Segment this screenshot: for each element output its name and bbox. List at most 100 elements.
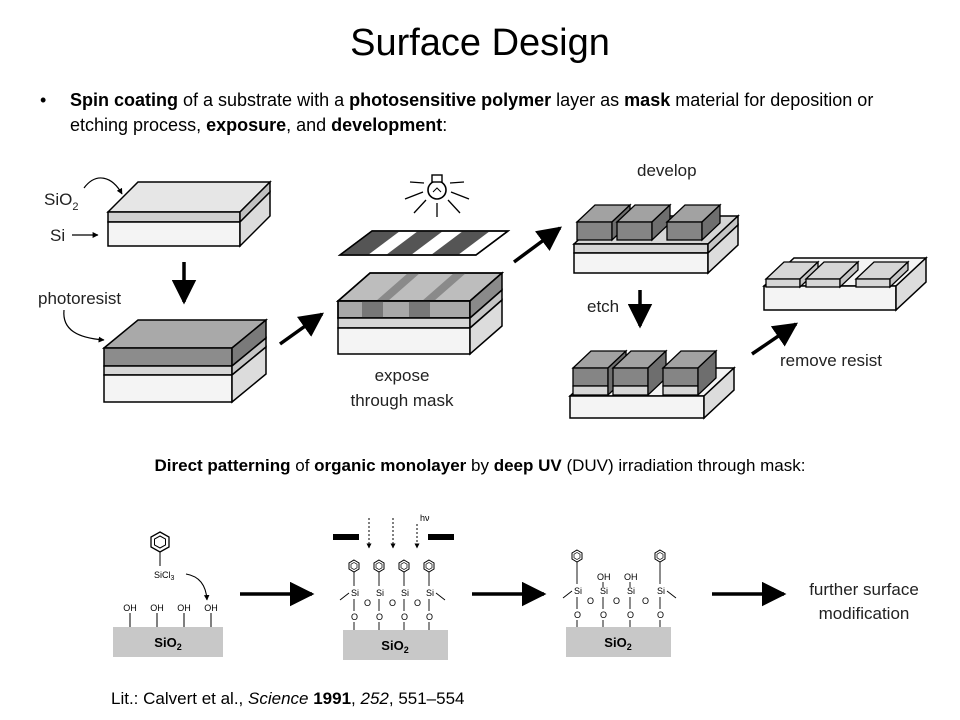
label-si: Si bbox=[50, 226, 65, 245]
uv-lamp-icon bbox=[404, 174, 470, 217]
label-develop: develop bbox=[637, 161, 697, 180]
svg-text:Si: Si bbox=[376, 588, 384, 598]
sub-part: of bbox=[290, 456, 315, 475]
wafer-stack-2 bbox=[101, 318, 269, 404]
wafer-stack-5 bbox=[568, 349, 736, 420]
etched-ridge bbox=[611, 349, 668, 397]
substrate-block bbox=[343, 630, 448, 660]
resist-ridge bbox=[665, 203, 722, 242]
mask-bar bbox=[428, 534, 454, 540]
label-remove-resist: remove resist bbox=[780, 351, 882, 370]
wafer-stack-6 bbox=[762, 256, 928, 312]
svg-text:OH: OH bbox=[204, 603, 218, 613]
svg-text:OH: OH bbox=[123, 603, 137, 613]
label-etch: etch bbox=[587, 297, 619, 316]
sub-part: (DUV) irradiation through mask: bbox=[561, 456, 806, 475]
svg-text:O: O bbox=[426, 612, 433, 622]
arrow-photoresist bbox=[63, 309, 105, 343]
hv-label: hν bbox=[420, 513, 430, 523]
svg-text:O: O bbox=[414, 598, 421, 608]
label-sio2: SiO2 bbox=[44, 190, 78, 213]
monolayer-chain: Si Si Si Si O O O O O O O bbox=[339, 559, 446, 630]
svg-text:Si: Si bbox=[351, 588, 359, 598]
term-deep-uv: deep UV bbox=[493, 456, 562, 475]
ref-journal: Science bbox=[248, 689, 309, 708]
substrate-label: SiO2 bbox=[604, 635, 631, 652]
svg-text:O: O bbox=[657, 610, 664, 620]
literature-reference: Lit.: Calvert et al., Science 1991, 252,… bbox=[111, 689, 465, 709]
ref-sep: , bbox=[351, 689, 361, 708]
svg-text:O: O bbox=[627, 610, 634, 620]
arrow-silane-attach bbox=[185, 573, 210, 601]
ref-pages: , 551–554 bbox=[388, 689, 465, 708]
bullet-part: material for deposition or etching proce… bbox=[70, 90, 874, 135]
label-through-mask: through mask bbox=[351, 391, 454, 410]
hydroxyl-group: OH bbox=[177, 603, 191, 627]
term-mask: mask bbox=[624, 90, 671, 110]
sub-part: by bbox=[466, 456, 494, 475]
wafer-stack-4 bbox=[572, 203, 740, 275]
wafer-stack-3 bbox=[336, 271, 504, 356]
svg-text:O: O bbox=[389, 598, 396, 608]
term-direct-patterning: Direct patterning bbox=[154, 456, 291, 475]
svg-text:Si: Si bbox=[627, 586, 635, 596]
ref-volume: 252 bbox=[360, 689, 389, 708]
bullet-part: of a substrate with a bbox=[178, 90, 350, 110]
panel-patterned-monolayer: SiO2 OH OH Si Si Si Si O O O O O O O bbox=[562, 549, 677, 657]
phenyl-ring-icon bbox=[150, 531, 170, 553]
term-organic-monolayer: organic monolayer bbox=[314, 456, 467, 475]
arrow-to-expose bbox=[278, 312, 324, 346]
resist-ridge bbox=[615, 203, 672, 242]
svg-text:OH: OH bbox=[624, 572, 638, 582]
svg-text:Si: Si bbox=[600, 586, 608, 596]
wafer-stack-1 bbox=[106, 180, 272, 248]
svg-text:O: O bbox=[613, 596, 620, 606]
hydroxyl-group: OH bbox=[204, 603, 218, 627]
term-photosensitive-polymer: photosensitive polymer bbox=[349, 90, 552, 110]
svg-text:O: O bbox=[600, 610, 607, 620]
svg-text:OH: OH bbox=[177, 603, 191, 613]
ref-authors: Lit.: Calvert et al., bbox=[111, 689, 248, 708]
label-photoresist: photoresist bbox=[38, 289, 121, 308]
label-further-surface: further surface bbox=[809, 580, 919, 599]
bullet-part: layer as bbox=[551, 90, 625, 110]
svg-text:O: O bbox=[376, 612, 383, 622]
silane-label: SiCl3 bbox=[154, 570, 175, 582]
arrow-sio2 bbox=[83, 177, 123, 195]
photomask bbox=[337, 230, 511, 256]
svg-text:OH: OH bbox=[150, 603, 164, 613]
term-spin-coating: Spin coating bbox=[70, 90, 178, 110]
arrow-to-remove bbox=[751, 322, 799, 356]
subheading-direct-patterning: Direct patterning of organic monolayer b… bbox=[0, 456, 960, 476]
substrate-label: SiO2 bbox=[154, 635, 181, 652]
svg-text:O: O bbox=[587, 596, 594, 606]
label-modification: modification bbox=[819, 604, 910, 623]
substrate-block bbox=[566, 627, 671, 657]
svg-text:O: O bbox=[401, 612, 408, 622]
svg-text:O: O bbox=[351, 612, 358, 622]
svg-text:O: O bbox=[574, 610, 581, 620]
bullet-marker: • bbox=[40, 90, 47, 110]
svg-text:Si: Si bbox=[574, 586, 582, 596]
svg-text:O: O bbox=[642, 596, 649, 606]
svg-text:Si: Si bbox=[426, 588, 434, 598]
panel-substrate-oh: SiO2 OH OH OH OH SiCl3 bbox=[113, 531, 223, 657]
hydroxyl-group: OH bbox=[123, 603, 137, 627]
bullet-part: : bbox=[442, 115, 448, 135]
svg-text:OH: OH bbox=[597, 572, 611, 582]
substrate-block bbox=[113, 627, 223, 657]
ref-year: 1991 bbox=[313, 689, 352, 708]
hydroxyl-group: OH bbox=[150, 603, 164, 627]
etched-ridge bbox=[661, 349, 718, 397]
slide-title: Surface Design bbox=[350, 22, 610, 64]
arrow-to-develop bbox=[512, 226, 562, 264]
oxide-line bbox=[764, 260, 820, 289]
svg-text:Si: Si bbox=[401, 588, 409, 598]
bullet-text: Spin coating of a substrate with a photo… bbox=[70, 88, 920, 138]
mask-bar bbox=[333, 534, 359, 540]
label-expose: expose bbox=[375, 366, 430, 385]
term-development: development bbox=[331, 115, 443, 135]
svg-text:Si: Si bbox=[657, 586, 665, 596]
oxide-line bbox=[854, 260, 910, 289]
